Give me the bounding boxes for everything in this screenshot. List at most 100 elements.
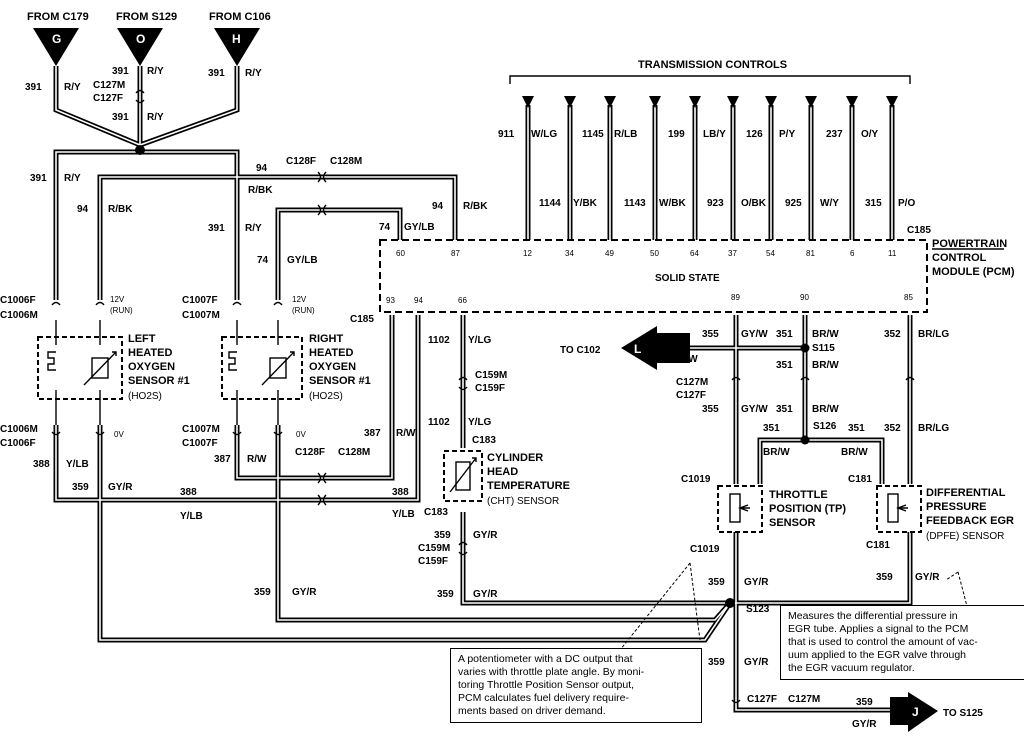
connector-label: C159M [475,370,507,381]
trans-top-num: 126 [746,129,763,140]
splice-s115-dot [800,343,810,353]
wire-number: 351 [776,360,793,371]
connector-triangle-icon [214,28,260,66]
pcm-pin: 93 [386,296,395,305]
note-line: EGR tube. Applies a signal to the PCM [788,623,969,635]
pcm-connector: C185 [907,225,931,236]
wire-number: 359 [254,587,271,598]
source-o-label: FROM S129 [116,11,177,23]
wire-number: 391 [112,112,129,123]
pcm-pin: 34 [565,249,574,258]
splice-label: S123 [746,604,770,615]
sensor-leads [55,320,101,425]
pcm-pin: 89 [731,293,740,302]
wire-number: 391 [208,223,225,234]
trans-top-color: W/LG [531,129,557,140]
arrow-right-icon [908,692,938,732]
wire-color: GY/R [292,587,317,598]
destination-label: TO C102 [560,345,601,356]
pressure-transducer-icon [887,493,908,523]
wire-color: R/W [247,454,267,465]
trans-bottom-color: W/BK [659,198,686,209]
splices [135,145,810,608]
source-h: FROM C106 H [209,11,271,66]
wire-color: GY/LB [287,255,318,266]
wire-stripes [55,66,911,711]
destination-label: TO S125 [943,708,983,719]
component-label: HEATED [128,347,172,359]
wire-color: R/W [396,428,416,439]
pcm-pin: 85 [904,293,913,302]
wire-color: Y/LG [468,335,492,346]
wire-number: 359 [437,589,454,600]
wire-number: 352 [884,423,901,434]
wire-color: GY/R [473,530,498,541]
splice-s123-dot [725,598,735,608]
tp-note: A potentiometer with a DC output that va… [450,648,702,723]
wire-number: 352 [884,329,901,340]
splice-label: S126 [813,421,837,432]
component-label: POSITION (TP) [769,503,846,515]
pcm-pin: 90 [800,293,809,302]
component-label: HEATED [309,347,353,359]
connector-label: C159F [418,556,448,567]
wire-number: 351 [776,404,793,415]
wire-color: GY/R [473,589,498,600]
trans-bottom-num: 315 [865,198,882,209]
connector-label: C128M [330,156,362,167]
wire-number: 391 [25,82,42,93]
trans-bottom-color: O/BK [741,198,767,209]
variable-resistor-icon [83,351,117,386]
connector-label: C1007F [182,438,218,449]
transmission-bracket [509,75,911,84]
wire-number: 351 [776,329,793,340]
trans-top-color: P/Y [779,129,795,140]
trans-bottom-num: 923 [707,198,724,209]
connector-label: C127F [93,93,123,104]
source-h-label: FROM C106 [209,11,271,23]
callout-leaders [619,562,969,651]
connector-label: C183 [424,507,448,518]
component-label: OXYGEN [309,361,356,373]
wire-number: 351 [763,423,780,434]
component-label: DIFFERENTIAL [926,487,1006,499]
connector-label: C128M [338,447,370,458]
component-label: PRESSURE [926,501,987,513]
trans-bottom-num: 925 [785,198,802,209]
source-g-letter: G [52,32,61,46]
arrow-body [890,697,910,725]
connector-label: C127M [676,377,708,388]
pcm-pin: 60 [396,249,405,258]
wire-number: 74 [379,222,391,233]
wire-color: R/Y [147,66,164,77]
transmission-title: TRANSMISSION CONTROLS [638,59,787,71]
component-label: LEFT [128,333,156,345]
splice-dot [135,145,145,155]
trans-bottom-num: 1143 [624,198,646,209]
transmission-bottom-labels: 1144 Y/BK 1143 W/BK 923 O/BK 925 W/Y 315… [539,198,915,209]
lower-wire-labels: C185 388 Y/LB 359 GY/R 388 Y/LB 387 R/W … [33,314,416,598]
wire-color: R/Y [64,82,81,93]
connector-label: C1006M [0,424,38,435]
wire-number: 359 [434,530,451,541]
wire-number: 391 [30,173,47,184]
connector-label: C1007M [182,310,220,321]
inline-connector-marks [51,89,915,704]
ho2s-box [37,336,123,400]
splice-s126-dot [800,435,810,445]
wire-number: 387 [364,428,381,439]
arrow-body [655,333,690,363]
pcm-title-3: MODULE (PCM) [932,266,1015,278]
wire-color: Y/LG [468,417,492,428]
component-label: CYLINDER [487,452,543,464]
pcm-pin: 37 [728,249,737,258]
wire-number: 351 [848,423,865,434]
component-label: SENSOR [769,517,816,529]
connector-label: C1019 [681,474,711,485]
connector-label: C127M [93,80,125,91]
to-c102: L TO C102 351 BR/W [560,326,698,370]
pin-note: 12V [110,295,125,304]
wire-labels: 391 R/Y 391 R/Y C127M C127F 391 R/Y 391 … [25,66,488,266]
pcm-pin: 49 [605,249,614,258]
trans-bottom-color: Y/BK [573,198,598,209]
